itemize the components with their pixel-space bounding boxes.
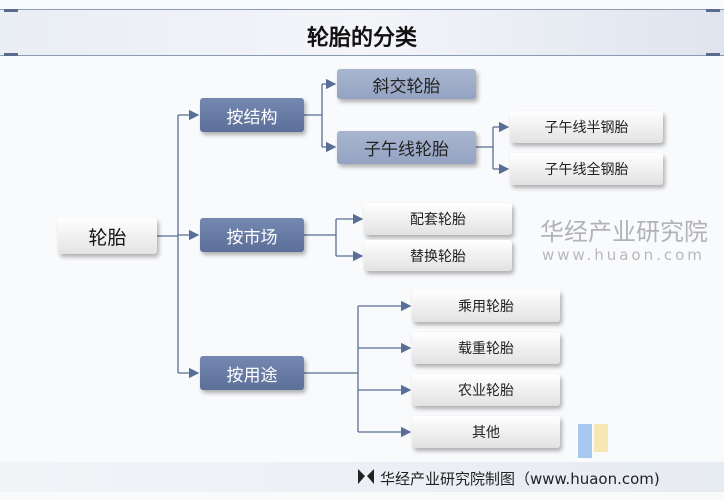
node-replacement: 替换轮胎 <box>364 240 512 271</box>
connector <box>304 306 359 432</box>
node-truck: 载重轮胎 <box>412 332 560 364</box>
node-agricultural: 农业轮胎 <box>412 374 560 406</box>
node-radial-tire: 子午线轮胎 <box>337 131 476 164</box>
connector <box>304 84 323 147</box>
node-all-steel: 子午线全钢胎 <box>510 153 663 185</box>
logo-icon <box>358 469 374 484</box>
connector <box>476 127 494 169</box>
title-cap <box>4 9 18 12</box>
node-by-structure: 按结构 <box>200 98 304 132</box>
title-cap <box>4 53 18 56</box>
node-bias-tire: 斜交轮胎 <box>337 69 476 99</box>
node-root: 轮胎 <box>58 218 157 254</box>
page-title: 轮胎的分类 <box>306 26 417 51</box>
source-credit: 华经产业研究院制图（www.huaon.com) <box>380 470 660 488</box>
watermark-url: www.huaon.com <box>542 246 705 264</box>
node-semi-steel: 子午线半钢胎 <box>510 111 663 143</box>
watermark-name: 华经产业研究院 <box>540 218 708 246</box>
node-by-use: 按用途 <box>200 356 304 390</box>
title-bar: 轮胎的分类 <box>0 9 724 56</box>
watermark-logo-icon <box>578 424 592 458</box>
watermark-logo-icon <box>594 424 608 452</box>
connector <box>304 219 337 256</box>
node-by-market: 按市场 <box>200 218 304 252</box>
title-cap <box>706 9 720 12</box>
title-cap <box>706 53 720 56</box>
node-passenger: 乘用轮胎 <box>412 290 560 322</box>
node-other: 其他 <box>412 416 560 448</box>
node-oem: 配套轮胎 <box>364 203 512 235</box>
footer: 华经产业研究院制图（www.huaon.com) <box>0 462 724 492</box>
